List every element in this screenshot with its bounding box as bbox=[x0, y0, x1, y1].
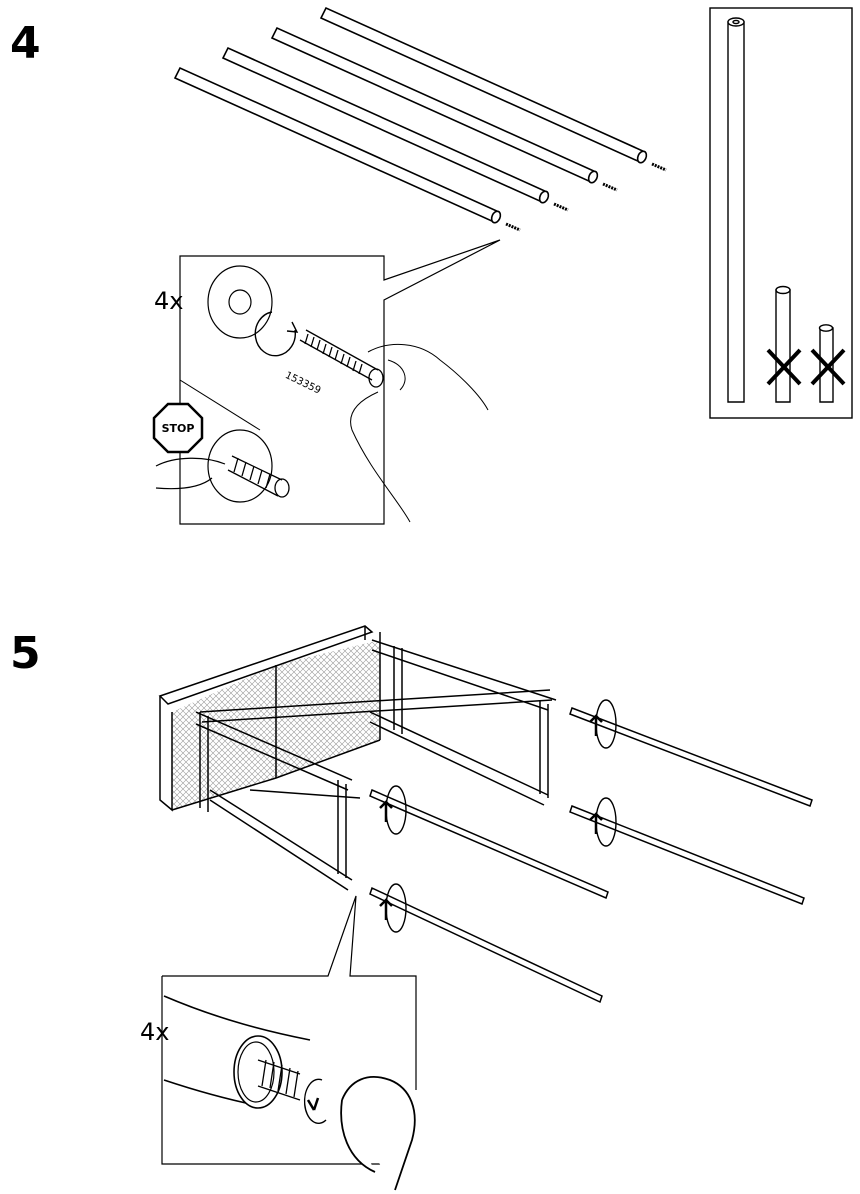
hand-icon bbox=[350, 343, 489, 523]
step-5-quantity: 4x bbox=[140, 1018, 170, 1046]
step5-detail-callout bbox=[161, 895, 417, 1191]
tube-4 bbox=[319, 6, 667, 172]
rotate-arrow-icon bbox=[379, 699, 617, 933]
tube-length-guide bbox=[709, 7, 853, 419]
stop-sign-icon: STOP bbox=[152, 402, 204, 454]
stop-sign-label: STOP bbox=[162, 422, 195, 435]
screw-icon bbox=[257, 1059, 301, 1101]
step-5-number: 5 bbox=[10, 628, 41, 679]
step-4-quantity: 4x bbox=[154, 287, 184, 315]
step5-legs bbox=[369, 707, 813, 1004]
step5-frame bbox=[158, 625, 557, 891]
step4-detail-callout bbox=[155, 239, 501, 525]
tube-1 bbox=[173, 66, 521, 232]
cross-mark-icon bbox=[810, 348, 846, 386]
tube-3 bbox=[270, 26, 618, 192]
tube-2 bbox=[221, 46, 569, 212]
cross-mark-icon bbox=[766, 348, 802, 386]
step4-tubes bbox=[173, 6, 667, 232]
step-4-number: 4 bbox=[10, 18, 41, 69]
screw-icon bbox=[299, 329, 384, 388]
